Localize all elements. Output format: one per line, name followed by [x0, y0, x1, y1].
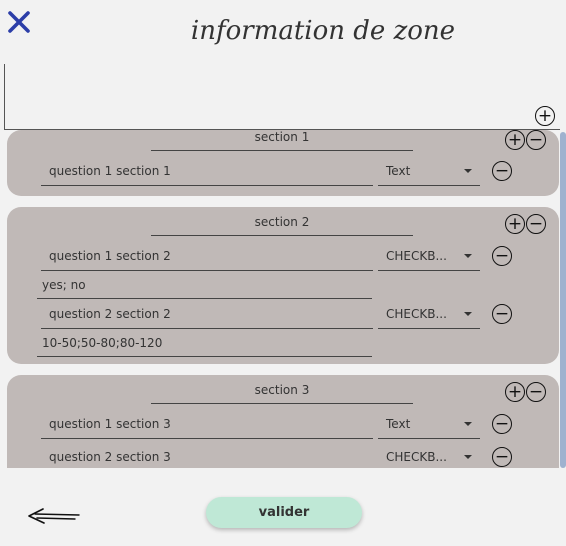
chevron-down-icon [464, 422, 472, 426]
question-field[interactable]: question 2 section 2 [41, 307, 373, 329]
add-question-button[interactable]: + [505, 214, 525, 234]
question-field[interactable]: question 1 section 2 [41, 249, 373, 271]
remove-section-button[interactable]: − [526, 382, 546, 402]
add-question-button[interactable]: + [505, 382, 525, 402]
section-card: section 1 + − question 1 section 1 Text … [7, 130, 559, 196]
chevron-down-icon [464, 455, 472, 459]
add-question-button[interactable]: + [505, 130, 525, 150]
page-title: information de zone [190, 16, 456, 46]
question-type-value: CHECKB... [386, 249, 447, 263]
divider [4, 64, 5, 130]
question-type-select[interactable]: CHECKB... [378, 307, 480, 329]
question-type-value: Text [386, 417, 411, 431]
remove-section-button[interactable]: − [526, 214, 546, 234]
question-type-value: Text [386, 164, 411, 178]
scrollbar[interactable] [560, 132, 566, 468]
question-field[interactable]: question 1 section 3 [41, 417, 373, 439]
remove-question-button[interactable]: − [492, 414, 512, 434]
add-section-button[interactable]: + [535, 106, 555, 126]
remove-question-button[interactable]: − [492, 246, 512, 266]
question-type-select[interactable]: Text [378, 164, 480, 186]
question-type-select[interactable]: CHECKB... [378, 450, 480, 468]
remove-question-button[interactable]: − [492, 447, 512, 467]
options-field[interactable]: 10-50;50-80;80-120 [37, 336, 372, 357]
remove-question-button[interactable]: − [492, 304, 512, 324]
chevron-down-icon [464, 254, 472, 258]
question-type-select[interactable]: CHECKB... [378, 249, 480, 271]
question-field[interactable]: question 1 section 1 [41, 164, 373, 186]
remove-question-button[interactable]: − [492, 161, 512, 181]
sections-list: section 1 + − question 1 section 1 Text … [4, 130, 566, 468]
section-card: section 3 + − question 1 section 3 Text … [7, 375, 559, 468]
section-title: section 1 [151, 130, 413, 151]
remove-section-button[interactable]: − [526, 130, 546, 150]
close-icon[interactable] [7, 10, 31, 34]
chevron-down-icon [464, 169, 472, 173]
options-field[interactable]: yes; no [37, 278, 372, 299]
question-type-value: CHECKB... [386, 307, 447, 321]
section-title: section 3 [151, 383, 413, 404]
divider [4, 129, 560, 130]
question-type-value: CHECKB... [386, 450, 447, 464]
submit-button[interactable]: valider [206, 497, 362, 528]
chevron-down-icon [464, 312, 472, 316]
section-card: section 2 + − question 1 section 2 CHECK… [7, 207, 559, 364]
section-title: section 2 [151, 215, 413, 236]
question-type-select[interactable]: Text [378, 417, 480, 439]
question-field[interactable]: question 2 section 3 [41, 450, 373, 468]
back-arrow-icon[interactable] [27, 506, 81, 530]
